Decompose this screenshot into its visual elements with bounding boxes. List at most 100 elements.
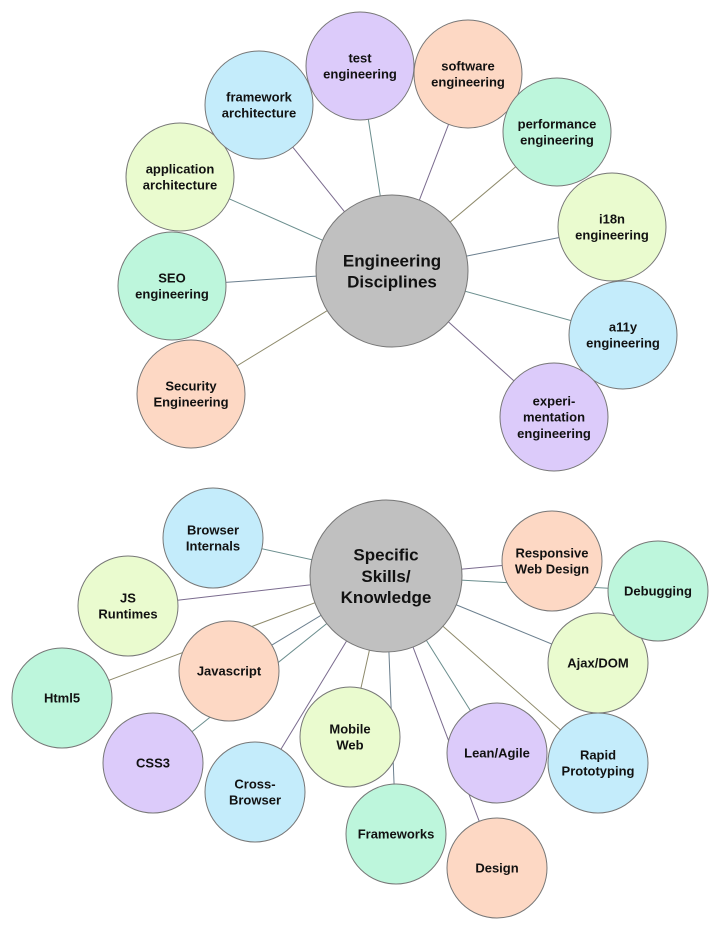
node-a11y-engineering: a11y engineering [568, 280, 678, 390]
node-cross-browser: Cross- Browser [204, 741, 306, 843]
label-responsive-web-design-line-1: Responsive [516, 545, 589, 560]
label-application-architecture-line-1: application [146, 161, 215, 176]
label-i18n-engineering-line-2: engineering [575, 228, 649, 243]
label-rapid-prototyping-line-2: Prototyping [562, 764, 635, 779]
label-specific-skills-knowledge-line-3: Knowledge [341, 588, 432, 607]
label-test-engineering-line-2: engineering [323, 67, 397, 82]
label-performance-engineering-line-1: performance [518, 116, 597, 131]
label-test-engineering-line-1: test [348, 50, 372, 65]
bubble-design [446, 817, 548, 919]
label-specific-skills-knowledge-line-2: Skills/ [361, 567, 410, 586]
bubble-javascript [178, 620, 280, 722]
label-security-engineering-line-1: Security [165, 378, 217, 393]
bubble-software-engineering [413, 19, 523, 129]
label-experimentation-engineering-line-3: engineering [517, 426, 591, 441]
label-engineering-disciplines-line-1: Engineering [343, 251, 441, 270]
bubble-i18n-engineering [557, 172, 667, 282]
label-cross-browser-line-2: Browser [229, 793, 281, 808]
label-security-engineering-line-2: Engineering [153, 395, 228, 410]
label-mobile-web-line-2: Web [336, 738, 363, 753]
node-css3: CSS3 [102, 712, 204, 814]
bubble-a11y-engineering [568, 280, 678, 390]
label-html5-line-1: Html5 [44, 691, 80, 706]
node-design: Design [446, 817, 548, 919]
label-experimentation-engineering-line-1: experi- [533, 393, 576, 408]
bubble-ajax-dom [547, 612, 649, 714]
node-js-runtimes: JS Runtimes [77, 555, 179, 657]
node-application-architecture: application architecture [125, 122, 235, 232]
label-browser-internals-line-2: Internals [186, 539, 240, 554]
label-css3-line-1: CSS3 [136, 756, 170, 771]
node-framework-architecture: framework architecture [204, 50, 314, 160]
node-software-engineering: software engineering [413, 19, 523, 129]
bubble-security-engineering [136, 339, 246, 449]
label-javascript-line-1: Javascript [197, 664, 262, 679]
label-a11y-engineering-line-2: engineering [586, 336, 660, 351]
label-engineering-disciplines-line-2: Disciplines [347, 273, 437, 292]
center-bubble-specific-skills-knowledge [309, 499, 463, 653]
node-frameworks: Frameworks [345, 783, 447, 885]
bubble-frameworks [345, 783, 447, 885]
label-software-engineering-line-1: software [441, 58, 494, 73]
label-software-engineering-line-2: engineering [431, 75, 505, 90]
label-js-runtimes-line-2: Runtimes [98, 607, 157, 622]
label-ajax-dom-line-1: Ajax/DOM [567, 656, 628, 671]
node-performance-engineering: performance engineering [502, 77, 612, 187]
node-i18n-engineering: i18n engineering [557, 172, 667, 282]
label-framework-architecture-line-2: architecture [222, 106, 296, 121]
label-i18n-engineering-line-1: i18n [599, 211, 625, 226]
label-frameworks-line-1: Frameworks [358, 827, 435, 842]
bubble-browser-internals [162, 487, 264, 589]
bubble-css3 [102, 712, 204, 814]
label-framework-architecture-line-1: framework [226, 89, 293, 104]
label-experimentation-engineering-line-2: mentation [523, 410, 585, 425]
label-specific-skills-knowledge-line-1: Specific [353, 546, 418, 565]
label-a11y-engineering-line-1: a11y [609, 319, 638, 334]
bubble-framework-architecture [204, 50, 314, 160]
bubble-js-runtimes [77, 555, 179, 657]
label-mobile-web-line-1: Mobile [329, 721, 370, 736]
bubble-responsive-web-design [501, 510, 603, 612]
bubble-mobile-web [299, 686, 401, 788]
label-application-architecture-line-2: architecture [143, 178, 217, 193]
bubble-cross-browser [204, 741, 306, 843]
label-browser-internals-line-1: Browser [187, 522, 239, 537]
label-seo-engineering-line-2: engineering [135, 287, 209, 302]
label-debugging-line-1: Debugging [624, 584, 692, 599]
label-performance-engineering-line-2: engineering [520, 133, 594, 148]
bubble-html5 [11, 647, 113, 749]
node-ajax-dom: Ajax/DOM [547, 612, 649, 714]
bubble-debugging [607, 540, 709, 642]
bubble-performance-engineering [502, 77, 612, 187]
bubble-lean-agile [446, 702, 548, 804]
label-rapid-prototyping-line-1: Rapid [580, 747, 616, 762]
node-html5: Html5 [11, 647, 113, 749]
bubble-application-architecture [125, 122, 235, 232]
label-seo-engineering-line-1: SEO [158, 270, 185, 285]
node-seo-engineering: SEO engineering [117, 231, 227, 341]
bubble-nodes: testengineeringsoftwareengineeringperfor… [11, 11, 709, 919]
node-debugging: Debugging [607, 540, 709, 642]
label-responsive-web-design-line-2: Web Design [515, 562, 589, 577]
bubble-seo-engineering [117, 231, 227, 341]
label-design-line-1: Design [475, 861, 518, 876]
node-javascript: Javascript [178, 620, 280, 722]
bubble-test-engineering [305, 11, 415, 121]
node-lean-agile: Lean/Agile [446, 702, 548, 804]
label-js-runtimes-line-1: JS [120, 590, 136, 605]
bubble-experimentation-engineering [499, 362, 609, 472]
label-cross-browser-line-1: Cross- [234, 776, 275, 791]
center-bubble-engineering-disciplines [315, 194, 469, 348]
node-test-engineering: test engineering [305, 11, 415, 121]
label-lean-agile-line-1: Lean/Agile [464, 746, 530, 761]
